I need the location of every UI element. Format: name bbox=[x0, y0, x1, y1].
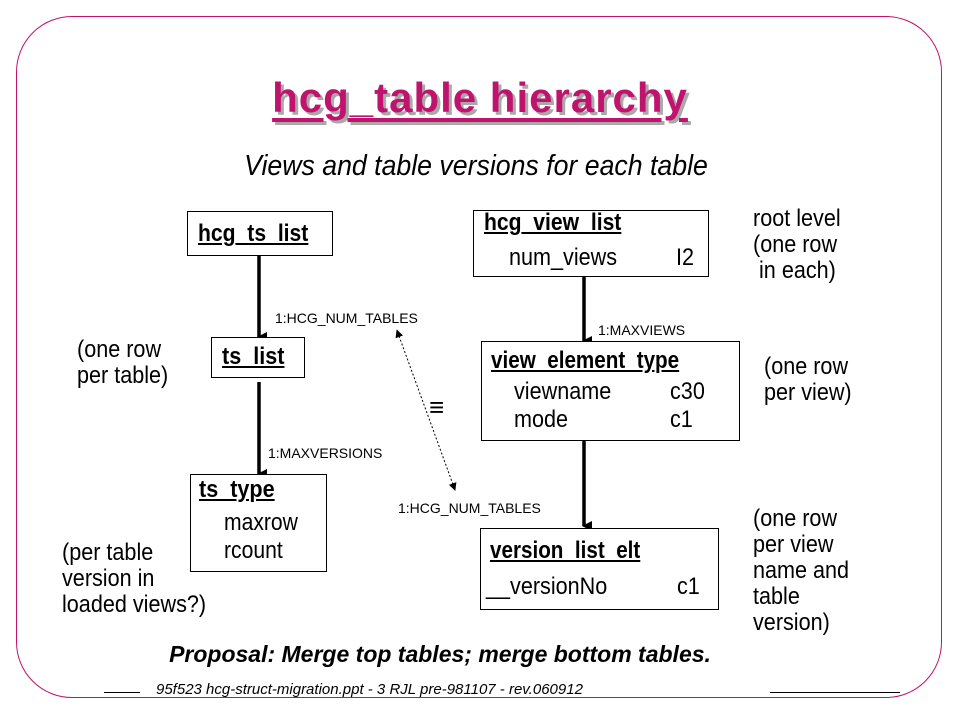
field-mode: mode bbox=[514, 406, 569, 433]
note-per-table-version-line: loaded views?) bbox=[62, 591, 207, 618]
table-box-ts-type: ts_type maxrow rcount bbox=[190, 474, 327, 572]
slide-title: hcg_table hierarchy bbox=[272, 74, 688, 121]
note-per-view-name-version-line: per view bbox=[753, 531, 834, 558]
field-num-views-type: I2 bbox=[676, 244, 695, 271]
edge-label-view-element-to-version: 1:HCG_NUM_TABLES bbox=[398, 500, 541, 516]
note-root-level-line: root level bbox=[753, 205, 841, 232]
field-version-no: __versionNo bbox=[486, 573, 608, 600]
field-num-views: num_views bbox=[509, 244, 618, 271]
note-per-view-name-version-line: version) bbox=[753, 609, 830, 636]
note-per-table-line: (one row bbox=[77, 336, 162, 363]
table-name-ts-list: ts_list bbox=[222, 343, 285, 370]
footer-rule-right bbox=[770, 692, 900, 693]
note-per-view-name-version-line: (one row bbox=[753, 505, 838, 532]
field-maxrow: maxrow bbox=[224, 509, 298, 536]
table-box-hcg-ts-list: hcg_ts_list bbox=[187, 211, 333, 256]
footer-rule-left bbox=[104, 692, 140, 693]
note-per-view-name-version-line: name and bbox=[753, 557, 850, 584]
proposal-text: Proposal: Merge top tables; merge bottom… bbox=[169, 641, 711, 667]
dotted-link-num-tables bbox=[395, 329, 457, 491]
note-per-table-version-line: version in bbox=[62, 565, 155, 592]
edge-label-ts-list-to-ts-type: 1:MAXVERSIONS bbox=[268, 445, 383, 461]
note-root-level-line: (one row bbox=[753, 231, 838, 258]
table-name-hcg-ts-list: hcg_ts_list bbox=[198, 220, 309, 247]
table-name-view-element-type: view_element_type bbox=[491, 347, 680, 374]
slide-frame bbox=[16, 16, 942, 698]
table-name-ts-type: ts_type bbox=[199, 476, 275, 503]
edge-label-ts-root-to-ts-list: 1:HCG_NUM_TABLES bbox=[275, 310, 418, 326]
table-name-hcg-view-list: hcg_view_list bbox=[484, 209, 622, 236]
note-per-view-line: (one row bbox=[764, 353, 849, 380]
field-version-no-type: c1 bbox=[677, 573, 700, 600]
slide-footer: 95f523 hcg-struct-migration.ppt - 3 RJL … bbox=[156, 681, 583, 698]
field-viewname: viewname bbox=[514, 378, 612, 405]
equivalence-symbol: ≡ bbox=[429, 392, 445, 422]
note-root-level: root level (one row in each) bbox=[753, 206, 841, 284]
note-per-view-name-version: (one row per view name and table version… bbox=[753, 506, 849, 636]
table-name-version-list-elt: version_list_elt bbox=[490, 537, 641, 564]
table-box-view-element-type: view_element_type viewname c30 mode c1 bbox=[481, 341, 740, 441]
field-rcount: rcount bbox=[224, 537, 283, 564]
table-box-version-list-elt: version_list_elt __versionNo c1 bbox=[480, 528, 719, 610]
note-per-table-version-line: (per table bbox=[62, 539, 154, 566]
table-box-hcg-view-list: hcg_view_list num_views I2 bbox=[473, 209, 709, 277]
field-viewname-type: c30 bbox=[670, 378, 705, 405]
note-per-table-line: per table) bbox=[77, 362, 169, 389]
edge-label-view-list-to-view-element: 1:MAXVIEWS bbox=[598, 322, 686, 338]
note-root-level-line: in each) bbox=[753, 257, 836, 284]
slide-subtitle: Views and table versions for each table bbox=[244, 150, 708, 182]
note-per-view-name-version-line: table bbox=[753, 583, 800, 610]
note-per-table: (one row per table) bbox=[77, 337, 168, 389]
field-mode-type: c1 bbox=[670, 406, 693, 433]
note-per-view-line: per view) bbox=[764, 379, 852, 406]
table-box-ts-list: ts_list bbox=[211, 337, 305, 378]
note-per-table-version: (per table version in loaded views?) bbox=[62, 540, 206, 618]
note-per-view: (one row per view) bbox=[764, 354, 852, 406]
